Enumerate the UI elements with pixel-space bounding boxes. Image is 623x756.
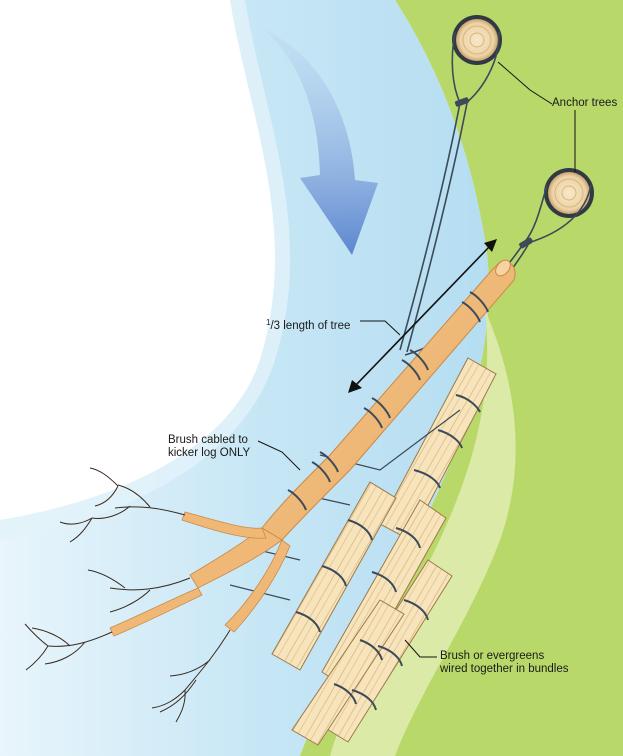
bundles-line2: wired together in bundles xyxy=(440,663,569,675)
one-third-length-label: 1/3 length of tree xyxy=(266,316,350,333)
anchor-tree-bottom-icon xyxy=(544,168,594,218)
one-third-rest: /3 length of tree xyxy=(270,320,351,332)
brush-cabled-label: Brush cabled to kicker log ONLY xyxy=(168,434,250,460)
brush-cabled-line1: Brush cabled to xyxy=(168,434,248,446)
bundle-5 xyxy=(291,599,405,746)
anchor-tree-top-icon xyxy=(452,15,502,65)
log-cable-wraps xyxy=(287,291,489,511)
kicker-log xyxy=(261,260,516,541)
one-third-length-dimension xyxy=(348,239,497,393)
flow-arrow-icon xyxy=(262,28,378,255)
left-bank xyxy=(0,0,276,520)
anchor-trees-label: Anchor trees xyxy=(552,97,618,109)
bundles-line1: Brush or evergreens xyxy=(440,650,545,662)
tree-branches xyxy=(24,467,231,723)
one-third-numerator: 1 xyxy=(266,318,271,327)
leader-lines xyxy=(257,61,576,658)
right-bank-grass xyxy=(300,0,623,756)
tree-trunk-roots xyxy=(109,511,291,637)
log-end xyxy=(495,259,511,277)
brush-cabled-line2: kicker log ONLY xyxy=(168,447,251,459)
bundles-label: Brush or evergreens wired together in bu… xyxy=(440,650,569,676)
cable-clamps xyxy=(454,97,533,249)
bundle-wires xyxy=(295,394,481,711)
